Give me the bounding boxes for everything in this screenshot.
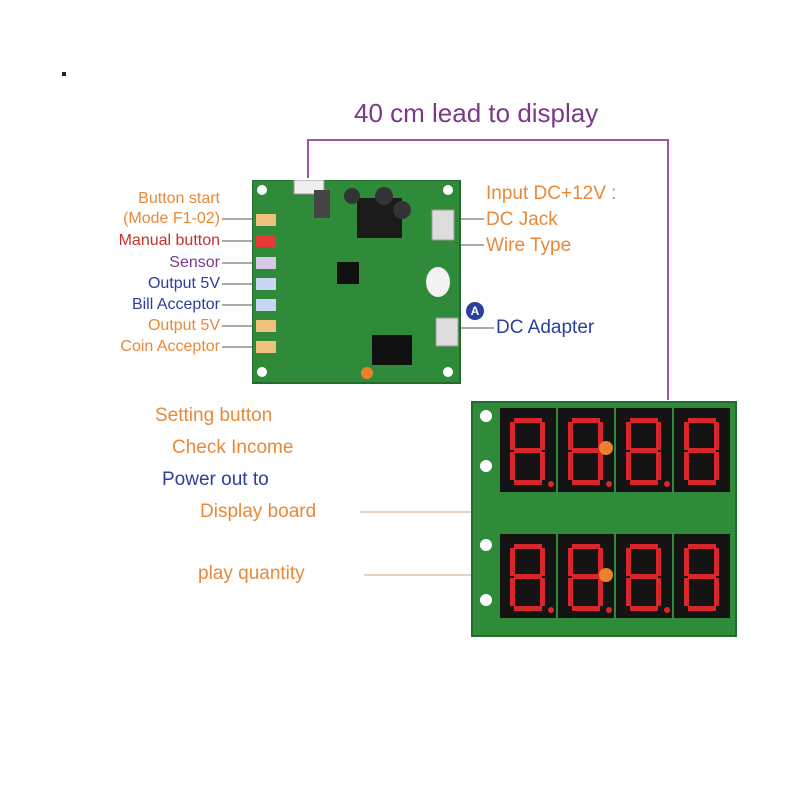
top-digit-row bbox=[500, 408, 730, 492]
segment bbox=[572, 448, 600, 453]
label-display-board: Display board bbox=[200, 501, 317, 522]
segment bbox=[626, 452, 631, 480]
segment bbox=[572, 574, 600, 579]
segment bbox=[714, 578, 719, 606]
segment bbox=[656, 578, 661, 606]
label-input-dc: Input DC+12V : bbox=[486, 183, 617, 204]
top-digit-3 bbox=[674, 408, 730, 492]
segment bbox=[540, 548, 545, 576]
segment bbox=[514, 606, 542, 611]
segment bbox=[688, 606, 716, 611]
diagram-title: 40 cm lead to display bbox=[354, 98, 599, 128]
decimal-point bbox=[606, 481, 612, 487]
label-manual-button: Manual button bbox=[118, 232, 220, 249]
segment bbox=[568, 578, 573, 606]
bottom-digit-2 bbox=[616, 534, 672, 618]
top-digit-2 bbox=[616, 408, 672, 492]
label-sensor: Sensor bbox=[169, 254, 220, 271]
segment bbox=[656, 452, 661, 480]
segment bbox=[598, 452, 603, 480]
segment bbox=[684, 452, 689, 480]
segment bbox=[510, 578, 515, 606]
segment bbox=[688, 418, 716, 423]
display-board bbox=[471, 401, 737, 637]
label-wire-type: Wire Type bbox=[486, 235, 572, 256]
top-digit-0 bbox=[500, 408, 556, 492]
segment bbox=[568, 422, 573, 450]
segment bbox=[568, 548, 573, 576]
segment bbox=[684, 548, 689, 576]
segment bbox=[714, 548, 719, 576]
segment bbox=[540, 422, 545, 450]
segment bbox=[572, 606, 600, 611]
segment bbox=[514, 480, 542, 485]
segment bbox=[684, 422, 689, 450]
segment bbox=[510, 548, 515, 576]
segment bbox=[572, 418, 600, 423]
decimal-point bbox=[664, 481, 670, 487]
segment bbox=[630, 448, 658, 453]
segment bbox=[714, 452, 719, 480]
label-check-income: Check Income bbox=[172, 437, 294, 458]
segment bbox=[568, 452, 573, 480]
segment bbox=[540, 452, 545, 480]
segment bbox=[572, 544, 600, 549]
segment bbox=[656, 548, 661, 576]
segment bbox=[626, 578, 631, 606]
segment bbox=[684, 578, 689, 606]
bottom-digit-row bbox=[500, 534, 730, 618]
segment bbox=[630, 574, 658, 579]
callout-dot-bottom bbox=[599, 568, 613, 582]
segment bbox=[540, 578, 545, 606]
segment bbox=[598, 578, 603, 606]
label-coin-acceptor: Coin Acceptor bbox=[120, 338, 220, 355]
bottom-digit-3 bbox=[674, 534, 730, 618]
bottom-digit-0 bbox=[500, 534, 556, 618]
segment bbox=[630, 418, 658, 423]
segment bbox=[598, 548, 603, 576]
segment bbox=[598, 422, 603, 450]
label-dc-jack: DC Jack bbox=[486, 209, 558, 230]
label-bill-acceptor: Bill Acceptor bbox=[131, 296, 220, 313]
decimal-point bbox=[606, 607, 612, 613]
label-setting-button: Setting button bbox=[155, 405, 273, 426]
label-button-start-1: Button start bbox=[138, 190, 220, 207]
segment bbox=[514, 574, 542, 579]
badge-a: A bbox=[466, 302, 484, 320]
controller-board bbox=[252, 180, 461, 384]
label-display-quantity: play quantity bbox=[198, 563, 305, 584]
label-dc-adapter: DC Adapter bbox=[496, 317, 595, 338]
segment bbox=[626, 422, 631, 450]
segment bbox=[626, 548, 631, 576]
segment bbox=[688, 448, 716, 453]
lead-wire-line bbox=[307, 139, 669, 400]
segment bbox=[656, 422, 661, 450]
segment bbox=[714, 422, 719, 450]
segment bbox=[630, 480, 658, 485]
segment bbox=[510, 422, 515, 450]
segment bbox=[688, 544, 716, 549]
segment bbox=[510, 452, 515, 480]
stray-mark bbox=[62, 72, 66, 76]
segment bbox=[514, 544, 542, 549]
decimal-point bbox=[548, 607, 554, 613]
segment bbox=[688, 480, 716, 485]
callout-dot-top bbox=[599, 441, 613, 455]
label-button-start-2: (Mode F1-02) bbox=[123, 210, 220, 227]
segment bbox=[688, 574, 716, 579]
segment bbox=[572, 480, 600, 485]
segment bbox=[630, 544, 658, 549]
segment bbox=[514, 418, 542, 423]
segment bbox=[630, 606, 658, 611]
label-output-5v-a: Output 5V bbox=[147, 275, 220, 292]
label-power-out: Power out to bbox=[162, 469, 269, 490]
decimal-point bbox=[548, 481, 554, 487]
decimal-point bbox=[664, 607, 670, 613]
segment bbox=[514, 448, 542, 453]
label-output-5v-b: Output 5V bbox=[147, 317, 220, 334]
